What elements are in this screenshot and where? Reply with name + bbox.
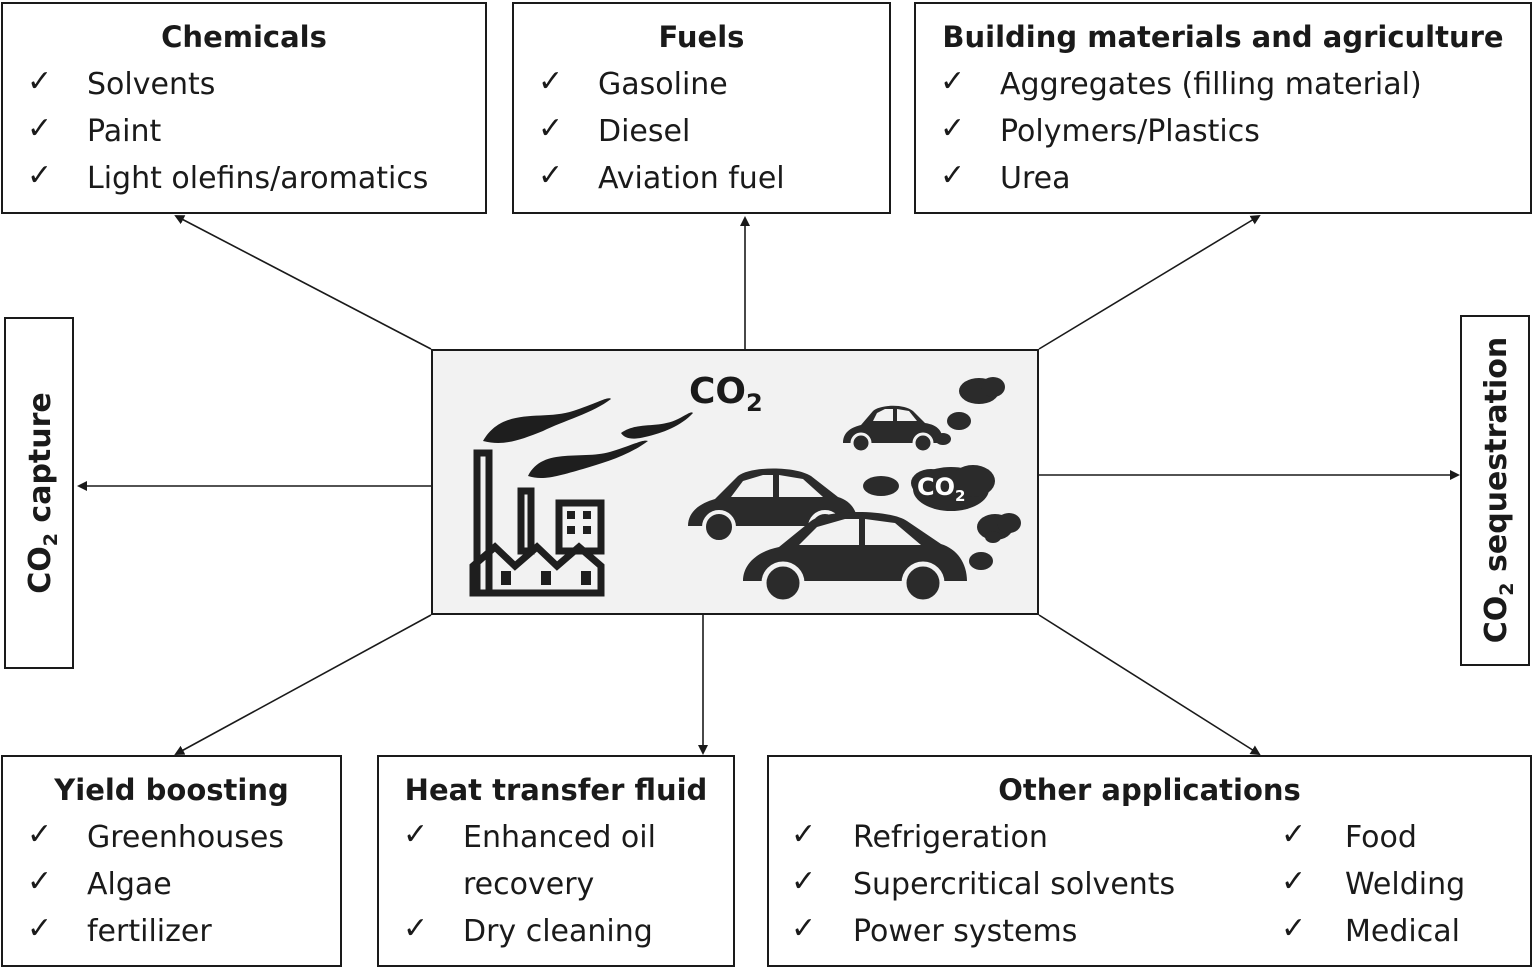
co2-capture-box: CO2 capture	[4, 317, 74, 669]
chemicals-box: Chemicals ✓ Solvents ✓ Paint ✓ Light ole…	[1, 2, 487, 214]
other-title: Other applications	[998, 773, 1301, 807]
fuels-title: Fuels	[658, 20, 745, 54]
check-icon: ✓	[27, 911, 53, 946]
other-item: Refrigeration	[853, 820, 1048, 855]
other-item: Food	[1345, 820, 1417, 855]
check-icon: ✓	[1281, 864, 1307, 899]
arrow-to-chemicals	[174, 215, 432, 350]
heat-transfer-box: Heat transfer fluid ✓ Enhanced oil recov…	[377, 755, 735, 967]
check-icon: ✓	[940, 158, 966, 193]
chemicals-item: Solvents	[87, 67, 216, 102]
fuels-item: Diesel	[598, 114, 691, 149]
chemicals-title: Chemicals	[161, 20, 327, 54]
fuels-box: Fuels ✓ Gasoline ✓ Diesel ✓ Aviation fue…	[512, 2, 891, 214]
check-icon: ✓	[27, 817, 53, 852]
other-applications-box: Other applications ✓ Refrigeration ✓ Sup…	[767, 755, 1532, 967]
check-icon: ✓	[940, 111, 966, 146]
check-icon: ✓	[1281, 911, 1307, 946]
smoke-plume-icon	[483, 398, 611, 443]
check-icon: ✓	[940, 64, 966, 99]
co2-emissions-illustration: CO2 CO2	[431, 349, 1039, 615]
yield-title: Yield boosting	[54, 773, 289, 807]
building-box: Building materials and agriculture ✓ Agg…	[914, 2, 1532, 214]
check-icon: ✓	[403, 911, 429, 946]
fuels-item: Gasoline	[598, 67, 728, 102]
check-icon: ✓	[27, 864, 53, 899]
car-icon	[743, 512, 967, 605]
yield-item: fertilizer	[87, 914, 212, 949]
check-icon: ✓	[27, 158, 53, 193]
heat-item: Dry cleaning	[463, 914, 653, 949]
check-icon: ✓	[27, 64, 53, 99]
car-icon	[843, 405, 943, 454]
check-icon: ✓	[27, 111, 53, 146]
chemicals-item: Light olefins/aromatics	[87, 161, 429, 196]
check-icon: ✓	[538, 111, 564, 146]
heat-item: recovery	[463, 867, 595, 902]
check-icon: ✓	[538, 64, 564, 99]
co2-sequestration-label: CO2 sequestration	[1479, 336, 1518, 644]
co2-capture-label: CO2 capture	[23, 392, 62, 594]
yield-boosting-box: Yield boosting ✓ Greenhouses ✓ Algae ✓ f…	[1, 755, 342, 967]
exhaust-cloud-icon	[863, 377, 1021, 570]
building-item: Aggregates (filling material)	[1000, 67, 1422, 102]
other-item: Supercritical solvents	[853, 867, 1176, 902]
heat-item: Enhanced oil	[463, 820, 656, 855]
arrow-to-other	[1038, 614, 1261, 756]
other-item: Medical	[1345, 914, 1460, 949]
factory-icon	[469, 449, 605, 597]
check-icon: ✓	[1281, 817, 1307, 852]
arrow-to-building	[1038, 214, 1261, 350]
check-icon: ✓	[791, 864, 817, 899]
other-item: Welding	[1345, 867, 1466, 902]
heat-title: Heat transfer fluid	[404, 773, 708, 807]
check-icon: ✓	[791, 817, 817, 852]
fuels-item: Aviation fuel	[598, 161, 785, 196]
building-title: Building materials and agriculture	[942, 20, 1504, 54]
other-item: Power systems	[853, 914, 1078, 949]
check-icon: ✓	[403, 817, 429, 852]
arrow-to-yield	[174, 614, 432, 755]
co2-sequestration-box: CO2 sequestration	[1460, 315, 1530, 666]
check-icon: ✓	[791, 911, 817, 946]
yield-item: Greenhouses	[87, 820, 284, 855]
emissions-icon-group	[469, 377, 1021, 605]
chemicals-item: Paint	[87, 114, 162, 149]
building-item: Polymers/Plastics	[1000, 114, 1260, 149]
co2-label: CO2	[689, 371, 763, 418]
co2-cloud-label: CO2	[917, 473, 966, 505]
building-item: Urea	[1000, 161, 1071, 196]
yield-item: Algae	[87, 867, 172, 902]
check-icon: ✓	[538, 158, 564, 193]
